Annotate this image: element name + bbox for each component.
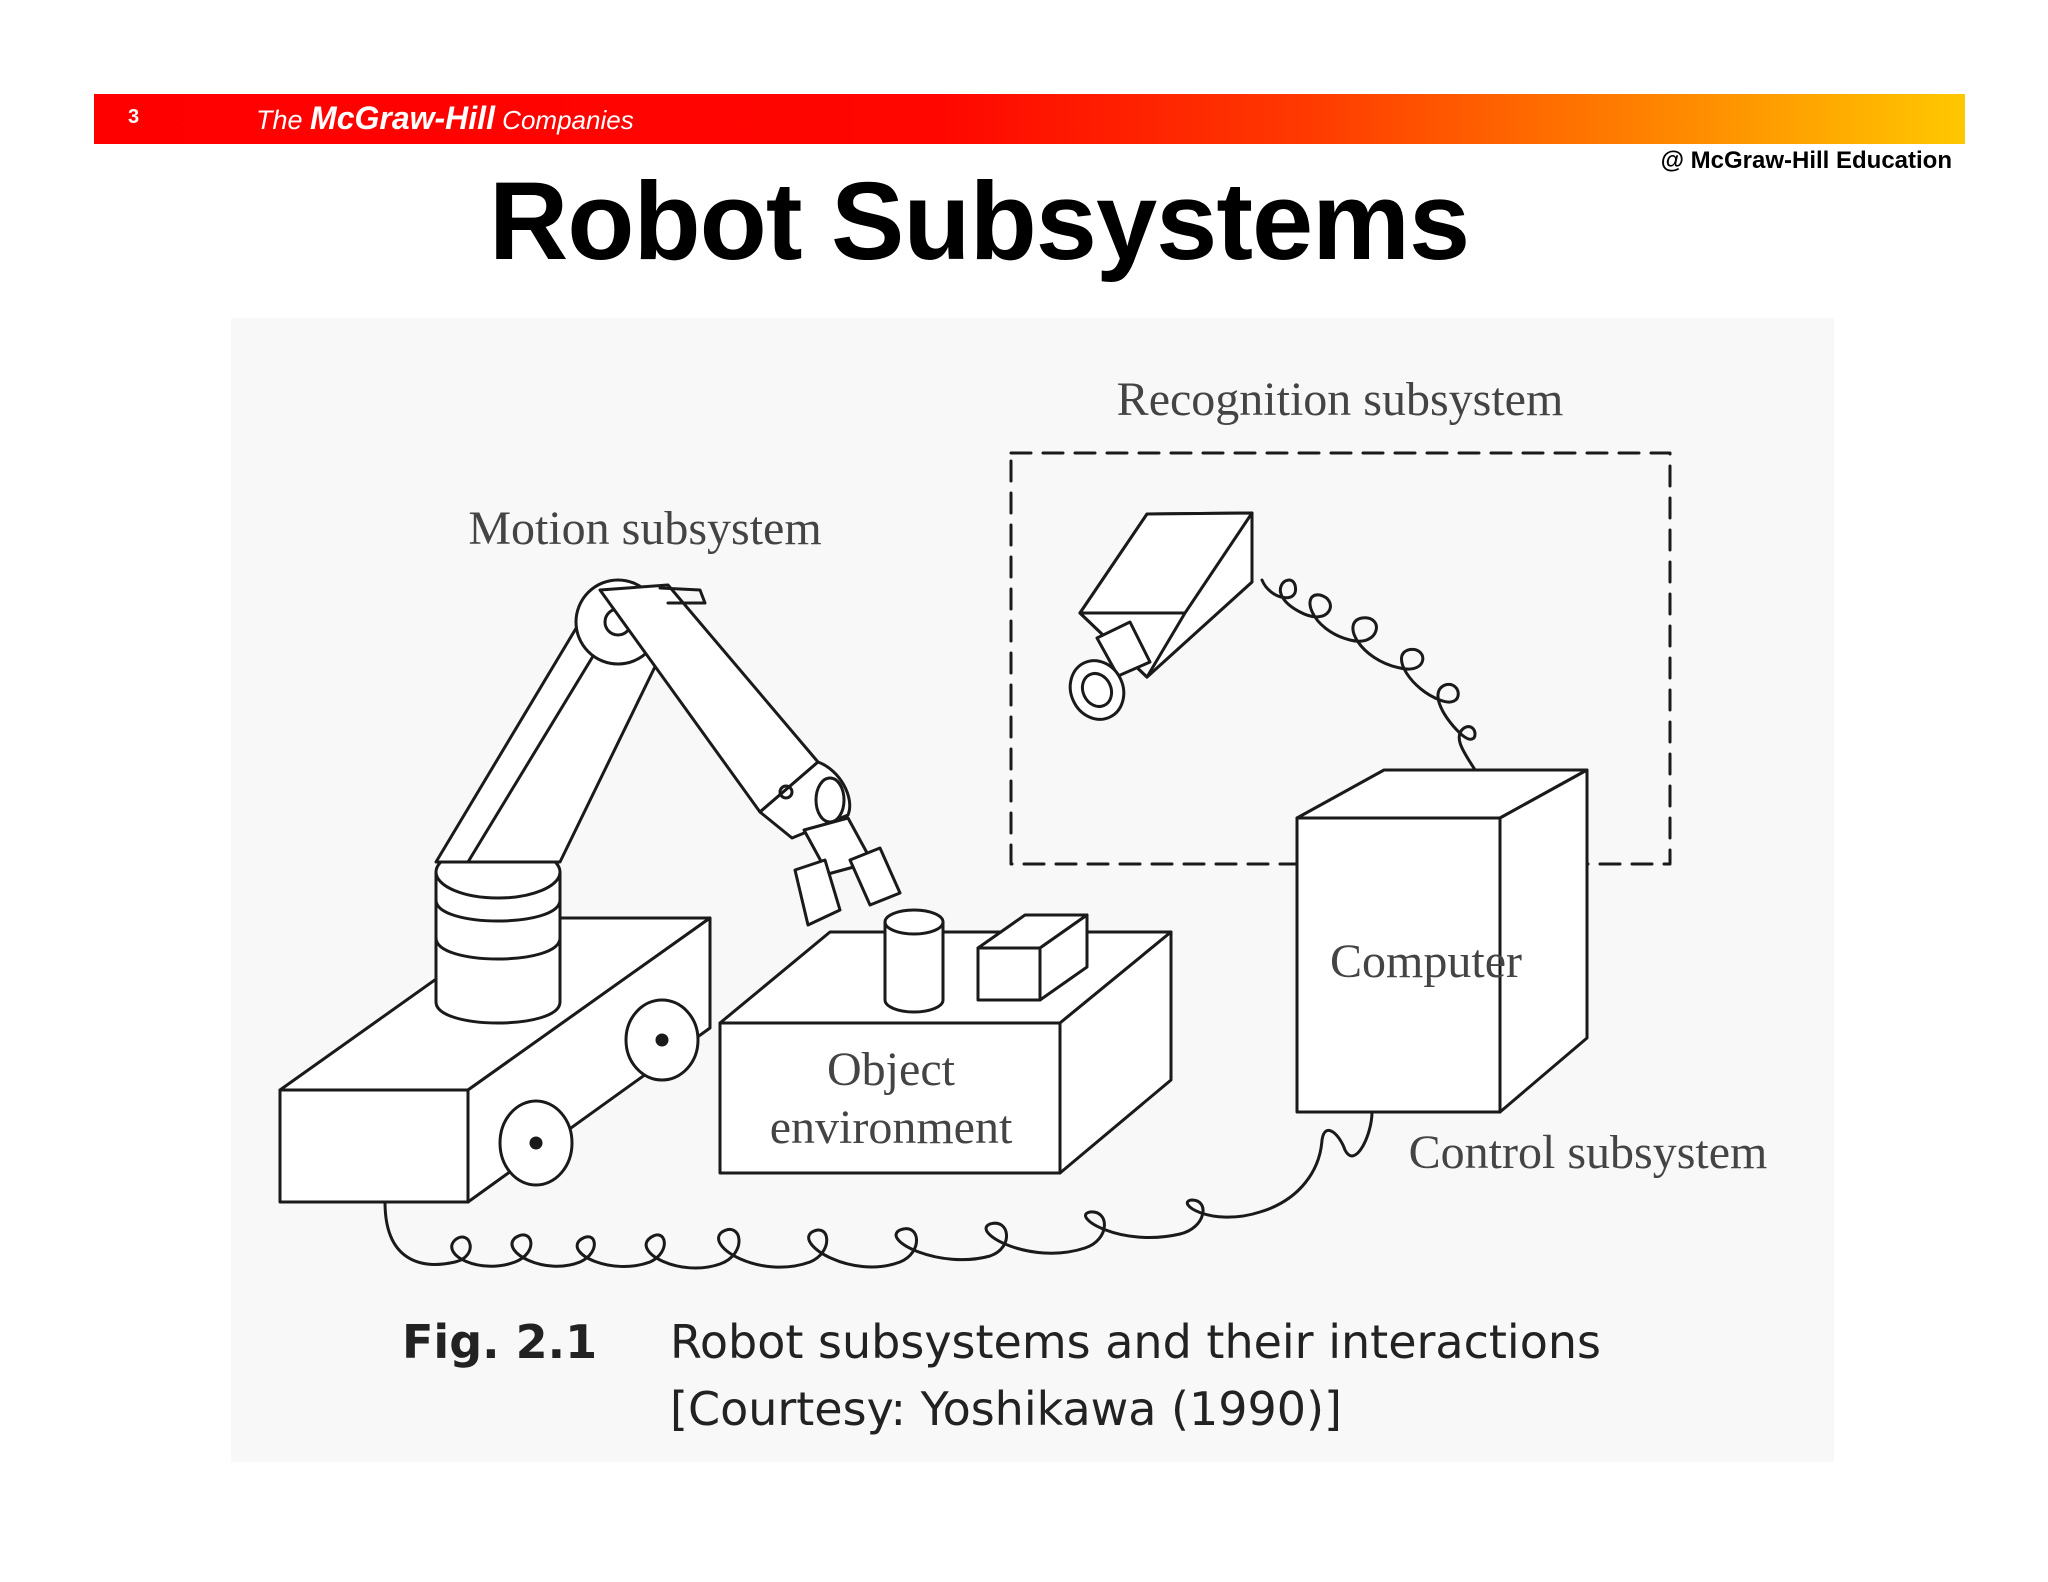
label-recognition-subsystem: Recognition subsystem [1117, 373, 1564, 426]
control-cable [383, 1110, 1374, 1270]
label-motion-subsystem: Motion subsystem [468, 502, 821, 555]
camera-cable [1260, 578, 1480, 777]
slide-number: 3 [128, 106, 140, 128]
label-control-subsystem: Control subsystem [1409, 1126, 1768, 1179]
brand-logo: The McGraw-Hill Companies [256, 100, 634, 136]
recognition-boundary [1009, 451, 1672, 866]
camera-icon [1068, 511, 1254, 721]
caption-line-1: Robot subsystems and their interactions [670, 1315, 1601, 1369]
computer-box [1295, 768, 1589, 1114]
object-environment-box [718, 908, 1173, 1175]
robot-arm [434, 578, 902, 1025]
caption-line-2: [Courtesy: Yoshikawa (1990)] [670, 1382, 1342, 1436]
header-banner: 3 The McGraw-Hill Companies [94, 94, 1965, 144]
figure-number: Fig. 2.1 [402, 1315, 597, 1369]
label-environment: environment [770, 1101, 1013, 1154]
copyright-note: @ McGraw-Hill Education [1660, 147, 1952, 174]
page-title: Robot Subsystems [488, 160, 1470, 283]
label-object: Object [827, 1043, 956, 1096]
label-computer: Computer [1330, 935, 1522, 988]
